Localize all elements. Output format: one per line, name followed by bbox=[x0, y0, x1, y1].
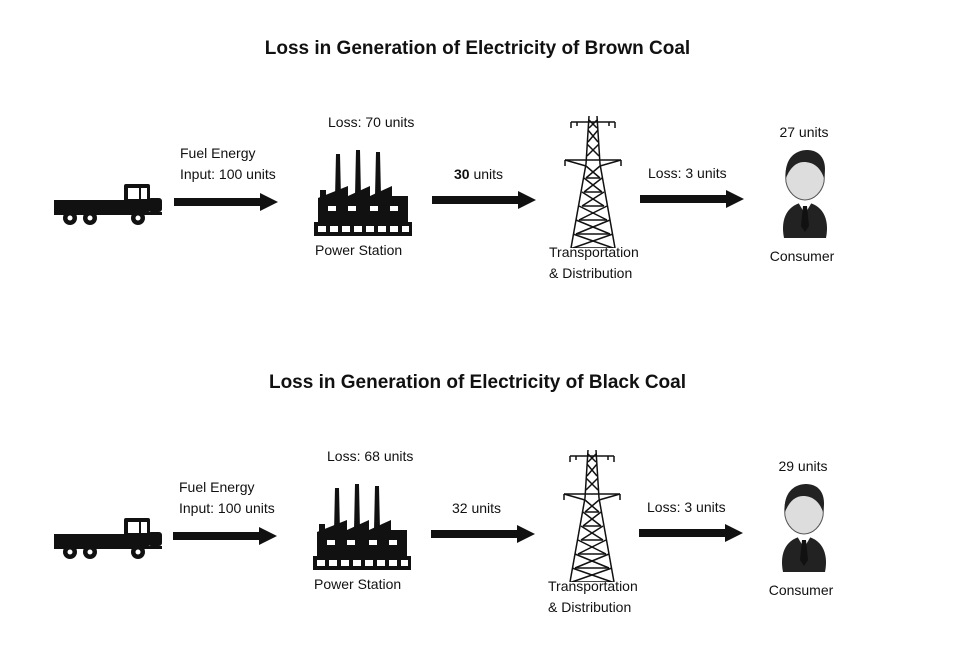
arrow-right-icon bbox=[173, 527, 277, 545]
fuel-label-line1: Fuel Energy bbox=[179, 479, 255, 495]
transfer-label: 30 units bbox=[454, 164, 503, 185]
transfer-value: 30 bbox=[454, 166, 470, 182]
station-loss-label: Loss: 68 units bbox=[327, 448, 414, 464]
arrow-right-icon bbox=[639, 524, 743, 542]
arrow-right-icon bbox=[431, 525, 535, 543]
pylon-icon bbox=[562, 450, 622, 582]
consumer-value: 27 units bbox=[779, 124, 829, 140]
transfer-value: 32 bbox=[452, 500, 468, 516]
consumer-label: Consumer bbox=[768, 582, 834, 598]
station-label: Power Station bbox=[315, 242, 403, 258]
fuel-label-line1: Fuel Energy bbox=[180, 145, 256, 161]
tower-label: Transportation & Distribution bbox=[549, 242, 639, 284]
fuel-label-line2: Input: 100 units bbox=[180, 166, 276, 182]
tower-label-line2: & Distribution bbox=[548, 599, 632, 615]
pylon-icon bbox=[563, 116, 623, 248]
factory-icon bbox=[313, 484, 411, 570]
person-icon bbox=[774, 148, 836, 238]
fuel-label-line2: Input: 100 units bbox=[179, 500, 275, 516]
transmission-loss-label: Loss: 3 units bbox=[647, 499, 726, 515]
transfer-label: 32 units bbox=[452, 498, 501, 519]
diagram-black-coal: Loss in Generation of Electricity of Bla… bbox=[0, 334, 955, 656]
truck-icon bbox=[54, 516, 162, 560]
tower-label-line1: Transportation bbox=[548, 578, 638, 594]
truck-icon bbox=[54, 182, 162, 226]
diagram-title: Loss in Generation of Electricity of Bla… bbox=[268, 372, 687, 393]
transmission-loss-label: Loss: 3 units bbox=[648, 165, 727, 181]
station-label: Power Station bbox=[314, 576, 402, 592]
fuel-label: Fuel Energy Input: 100 units bbox=[180, 143, 276, 185]
diagram-title: Loss in Generation of Electricity of Bro… bbox=[264, 38, 691, 59]
consumer-label: Consumer bbox=[769, 248, 835, 264]
tower-label-line1: Transportation bbox=[549, 244, 639, 260]
arrow-right-icon bbox=[432, 191, 536, 209]
station-loss-label: Loss: 70 units bbox=[328, 114, 415, 130]
person-icon bbox=[773, 482, 835, 572]
diagram-brown-coal: Loss in Generation of Electricity of Bro… bbox=[0, 0, 955, 322]
tower-label: Transportation & Distribution bbox=[548, 576, 638, 618]
arrow-right-icon bbox=[174, 193, 278, 211]
fuel-label: Fuel Energy Input: 100 units bbox=[179, 477, 275, 519]
tower-label-line2: & Distribution bbox=[549, 265, 633, 281]
transfer-unit: units bbox=[473, 166, 504, 182]
consumer-value: 29 units bbox=[778, 458, 828, 474]
arrow-right-icon bbox=[640, 190, 744, 208]
transfer-unit: units bbox=[471, 500, 502, 516]
factory-icon bbox=[314, 150, 412, 236]
